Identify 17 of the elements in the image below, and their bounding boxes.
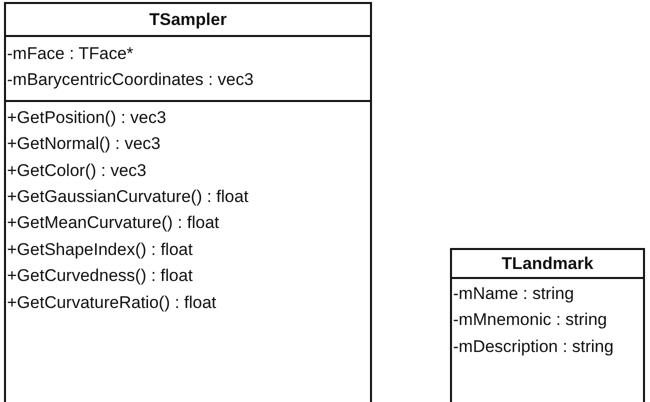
attribute-text: -mMnemonic : string xyxy=(452,309,608,332)
method-text: +GetColor() : vec3 xyxy=(6,160,148,182)
class-box xyxy=(450,248,645,402)
class-name: TSampler xyxy=(6,4,370,37)
attribute-text: -mDescription : string xyxy=(452,336,615,358)
class-box xyxy=(4,2,372,402)
method-text: +GetPosition() : vec3 xyxy=(6,106,168,129)
method-text: +GetNormal() : vec3 xyxy=(6,133,162,156)
method-text: +GetShapeIndex() : float xyxy=(6,238,194,261)
attribute-text: -mFace : TFace* xyxy=(6,43,134,65)
class-name: TLandmark xyxy=(452,250,643,279)
method-text: +GetCurvedness() : float xyxy=(6,265,194,288)
method-text: +GetMeanCurvature() : float xyxy=(6,212,220,234)
attribute-text: -mBarycentricCoordinates : vec3 xyxy=(6,69,255,92)
method-text: +GetGaussianCurvature() : float xyxy=(6,186,250,208)
attribute-text: -mName : string xyxy=(452,283,575,305)
method-text: +GetCurvatureRatio() : float xyxy=(6,292,218,314)
